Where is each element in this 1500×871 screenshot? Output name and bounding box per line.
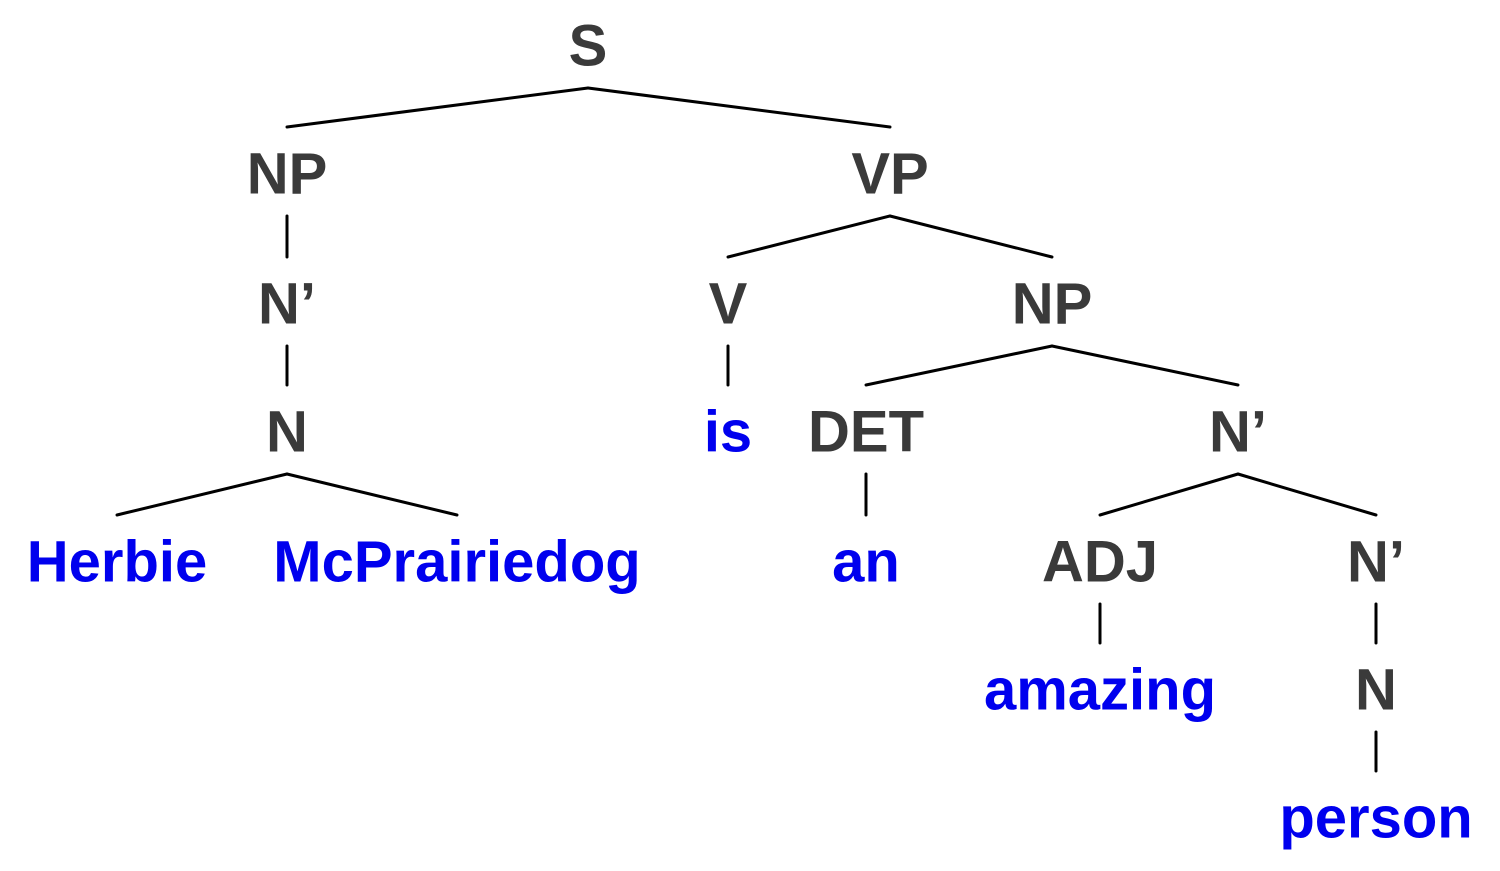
tree-edge	[888, 214, 1054, 259]
tree-edges	[115, 86, 1378, 773]
node-n-bar: N’	[1209, 400, 1267, 465]
tree-edge	[864, 344, 1054, 387]
node-n-bar: N’	[1347, 530, 1405, 595]
node-np: NP	[247, 142, 328, 207]
word-is: is	[704, 400, 752, 465]
word-an: an	[832, 530, 900, 595]
tree-edge	[115, 472, 289, 517]
node-s: S	[569, 14, 608, 79]
word-herbie: Herbie	[27, 530, 208, 595]
node-v: V	[709, 272, 748, 337]
tree-edge	[726, 214, 892, 259]
tree-edge	[586, 86, 892, 129]
tree-edge	[1050, 344, 1240, 387]
node-det: DET	[808, 400, 924, 465]
tree-edge	[1236, 472, 1378, 517]
word-person: person	[1279, 786, 1472, 851]
node-n-bar: N’	[258, 272, 316, 337]
node-n: N	[1355, 658, 1397, 723]
tree-labels: S NP N’ N Herbie McPrairiedog VP Vis NP DET an N’ AD…	[27, 14, 1473, 851]
node-vp: VP	[851, 142, 928, 207]
tree-edge	[285, 86, 590, 129]
tree-edge	[1098, 472, 1240, 517]
node-np: NP	[1012, 272, 1093, 337]
tree-edge	[285, 472, 459, 517]
node-n: N	[266, 400, 308, 465]
node-adj: ADJ	[1042, 530, 1158, 595]
word-amazing: amazing	[984, 658, 1216, 723]
word-mcprairiedog: McPrairiedog	[273, 530, 640, 595]
